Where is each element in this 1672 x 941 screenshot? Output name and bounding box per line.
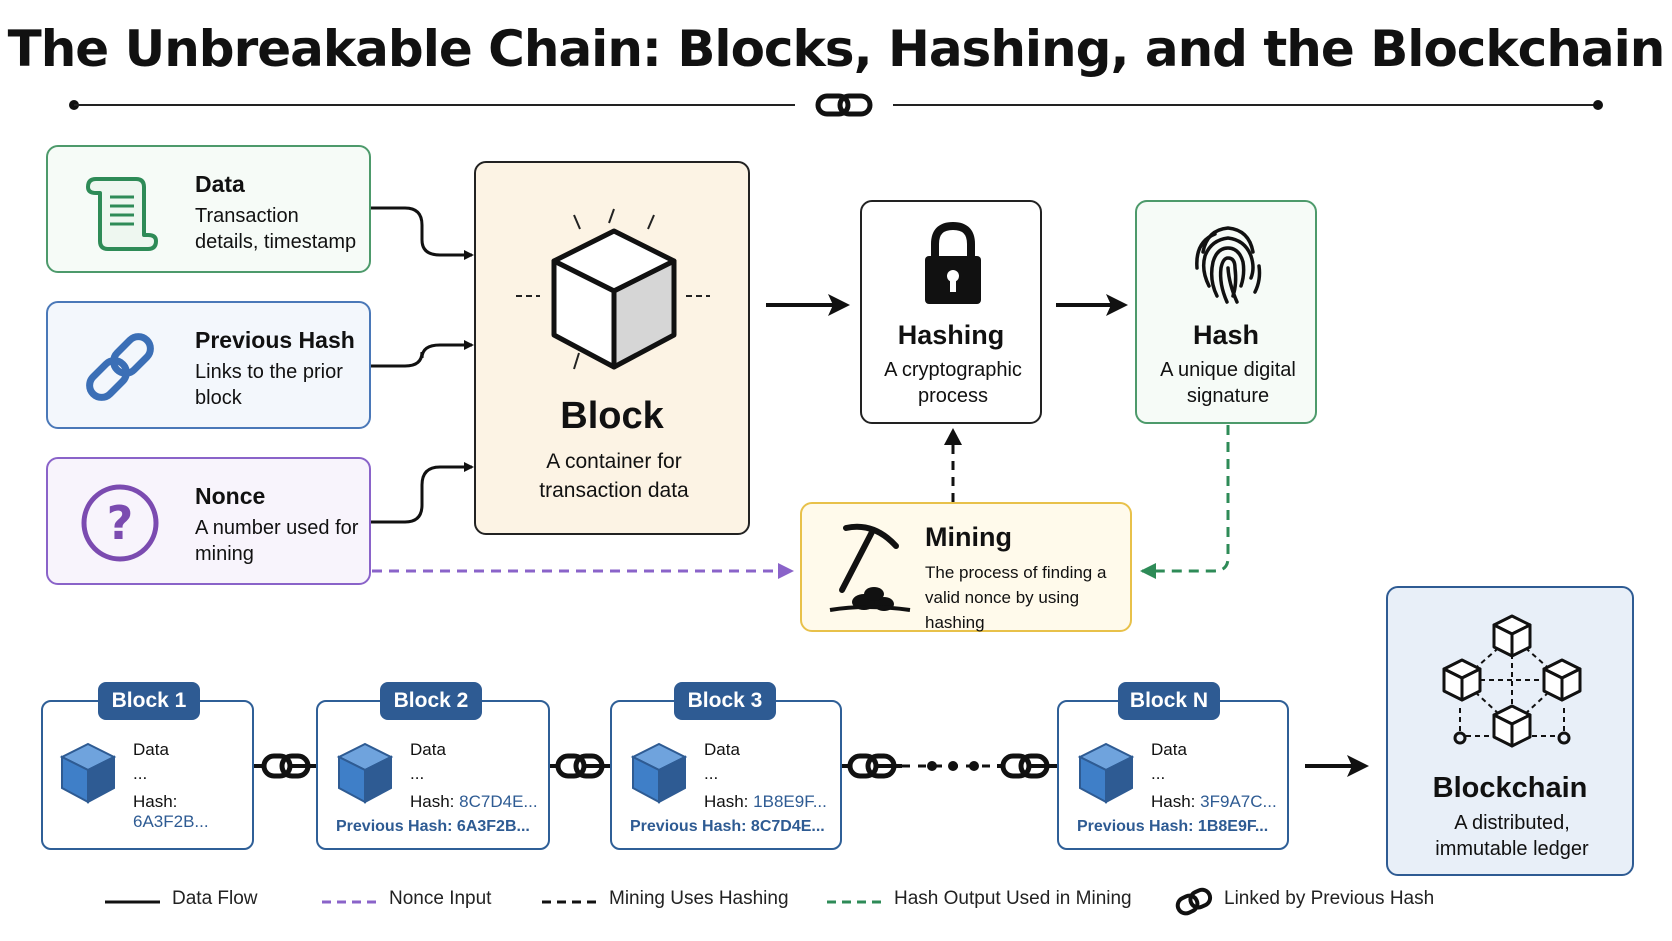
cube-icon <box>516 208 710 370</box>
block-2-tab: Block 2 <box>380 682 482 720</box>
previous-hash-input-desc: Links to the prior block <box>195 361 343 409</box>
chain-block-n: Data ... Hash: 3F9A7C... Previous Hash: … <box>1057 700 1289 850</box>
block-n-cube-icon <box>1077 742 1135 804</box>
flow-hash-to-mining <box>1140 425 1230 579</box>
mining-card: Mining The process of finding a valid no… <box>800 502 1132 632</box>
network-icon <box>1442 614 1582 748</box>
block-n-hash-label: Hash: <box>1151 792 1196 811</box>
hash-desc: A unique digital signature <box>1160 359 1296 407</box>
previous-hash-input-card: Previous Hash Links to the prior block <box>46 301 371 429</box>
mining-desc: The process of finding a valid nonce by … <box>925 563 1107 632</box>
chain-block-1: Data ... Hash: 6A3F2B... <box>41 700 254 850</box>
block-1-data: Data <box>133 740 169 759</box>
legend-data-flow: Data Flow <box>172 888 258 909</box>
hashing-desc: A cryptographic process <box>884 359 1022 407</box>
flow-data-to-block <box>371 206 474 260</box>
block-2-hash-row: Hash: 8C7D4E... <box>410 792 538 812</box>
hash-title: Hash <box>1192 320 1260 350</box>
legend-nonce-input: Nonce Input <box>389 888 492 909</box>
block-n-tab: Block N <box>1118 682 1220 720</box>
block-1-cube-icon <box>59 742 117 804</box>
block-n-dots: ... <box>1151 764 1166 783</box>
block-3-cube-icon <box>630 742 688 804</box>
data-input-card: Data Transaction details, timestamp <box>46 145 371 273</box>
flow-nonce-to-block <box>371 462 474 524</box>
hashing-card: Hashing A cryptographic process <box>860 200 1042 424</box>
block-2-hash: 8C7D4E... <box>459 792 538 811</box>
chain-block-2: Data ... Hash: 8C7D4E... Previous Hash: … <box>316 700 550 850</box>
block-2-cube-icon <box>336 742 394 804</box>
chain-link-ellipsis-n <box>997 753 1061 779</box>
blockchain-desc: A distributed, immutable ledger <box>1435 812 1589 860</box>
block-desc: A container for transaction data <box>539 450 689 502</box>
chain-link-3-ellipsis <box>842 753 902 779</box>
pickaxe-icon <box>829 523 911 612</box>
data-input-title: Data <box>195 171 245 197</box>
block-n-prev-hash: Previous Hash: 1B8E9F... <box>1077 818 1269 835</box>
block-n-data: Data <box>1151 740 1187 759</box>
page-title: The Unbreakable Chain: Blocks, Hashing, … <box>7 20 1666 78</box>
block-3-tab: Block 3 <box>674 682 776 720</box>
legend-mining-uses-hashing: Mining Uses Hashing <box>609 888 789 909</box>
block-3-data: Data <box>704 740 740 759</box>
question-icon: ? <box>81 484 159 562</box>
block-1-hash: 6A3F2B... <box>133 812 209 831</box>
block-2-hash-label: Hash: <box>410 792 455 811</box>
title-link-icon <box>815 93 873 117</box>
hash-card: Hash A unique digital signature <box>1135 200 1317 424</box>
block-card: Block A container for transaction data <box>474 161 750 535</box>
chain-link-2-3 <box>550 753 610 779</box>
block-3-hash-row: Hash: 1B8E9F... <box>704 792 827 812</box>
previous-hash-input-title: Previous Hash <box>195 327 355 353</box>
block-n-hash: 3F9A7C... <box>1200 792 1277 811</box>
nonce-input-desc: A number used for mining <box>195 517 359 565</box>
legend-linked-by-previous-hash: Linked by Previous Hash <box>1224 888 1435 909</box>
block-1-tab: Block 1 <box>98 682 200 720</box>
fingerprint-icon <box>1195 226 1262 304</box>
block-title: Block <box>560 395 664 437</box>
nonce-input-card: ? Nonce A number used for mining <box>46 457 371 585</box>
mining-title: Mining <box>925 522 1012 552</box>
block-3-dots: ... <box>704 764 719 783</box>
chain-ellipsis <box>902 761 1000 771</box>
lock-icon <box>925 222 981 304</box>
blockchain-card: Blockchain A distributed, immutable ledg… <box>1386 586 1634 876</box>
block-1-hash-label: Hash: <box>133 792 178 811</box>
nonce-input-title: Nonce <box>195 483 266 509</box>
legend-hash-output: Hash Output Used in Mining <box>894 888 1132 909</box>
scroll-icon <box>86 177 158 251</box>
flow-prevhash-to-block <box>371 340 474 368</box>
hashing-title: Hashing <box>897 320 1005 350</box>
block-2-data: Data <box>410 740 446 759</box>
block-2-dots: ... <box>410 764 425 783</box>
block-3-hash-label: Hash: <box>704 792 749 811</box>
svg-text:?: ? <box>107 496 134 550</box>
block-2-prev-hash: Previous Hash: 6A3F2B... <box>336 818 530 835</box>
title-divider <box>69 100 1603 110</box>
block-n-hash-row: Hash: 3F9A7C... <box>1151 792 1277 812</box>
chain-link-1-2 <box>254 753 318 779</box>
data-input-desc: Transaction details, timestamp <box>195 205 357 253</box>
block-1-dots: ... <box>133 764 148 783</box>
blockchain-title: Blockchain <box>1432 772 1588 804</box>
block-3-hash: 1B8E9F... <box>753 792 827 811</box>
link-icon <box>86 333 154 401</box>
chain-block-3: Data ... Hash: 1B8E9F... Previous Hash: … <box>610 700 842 850</box>
block-1-hash-row: Hash: 6A3F2B... <box>133 792 252 832</box>
block-3-prev-hash: Previous Hash: 8C7D4E... <box>630 818 825 835</box>
